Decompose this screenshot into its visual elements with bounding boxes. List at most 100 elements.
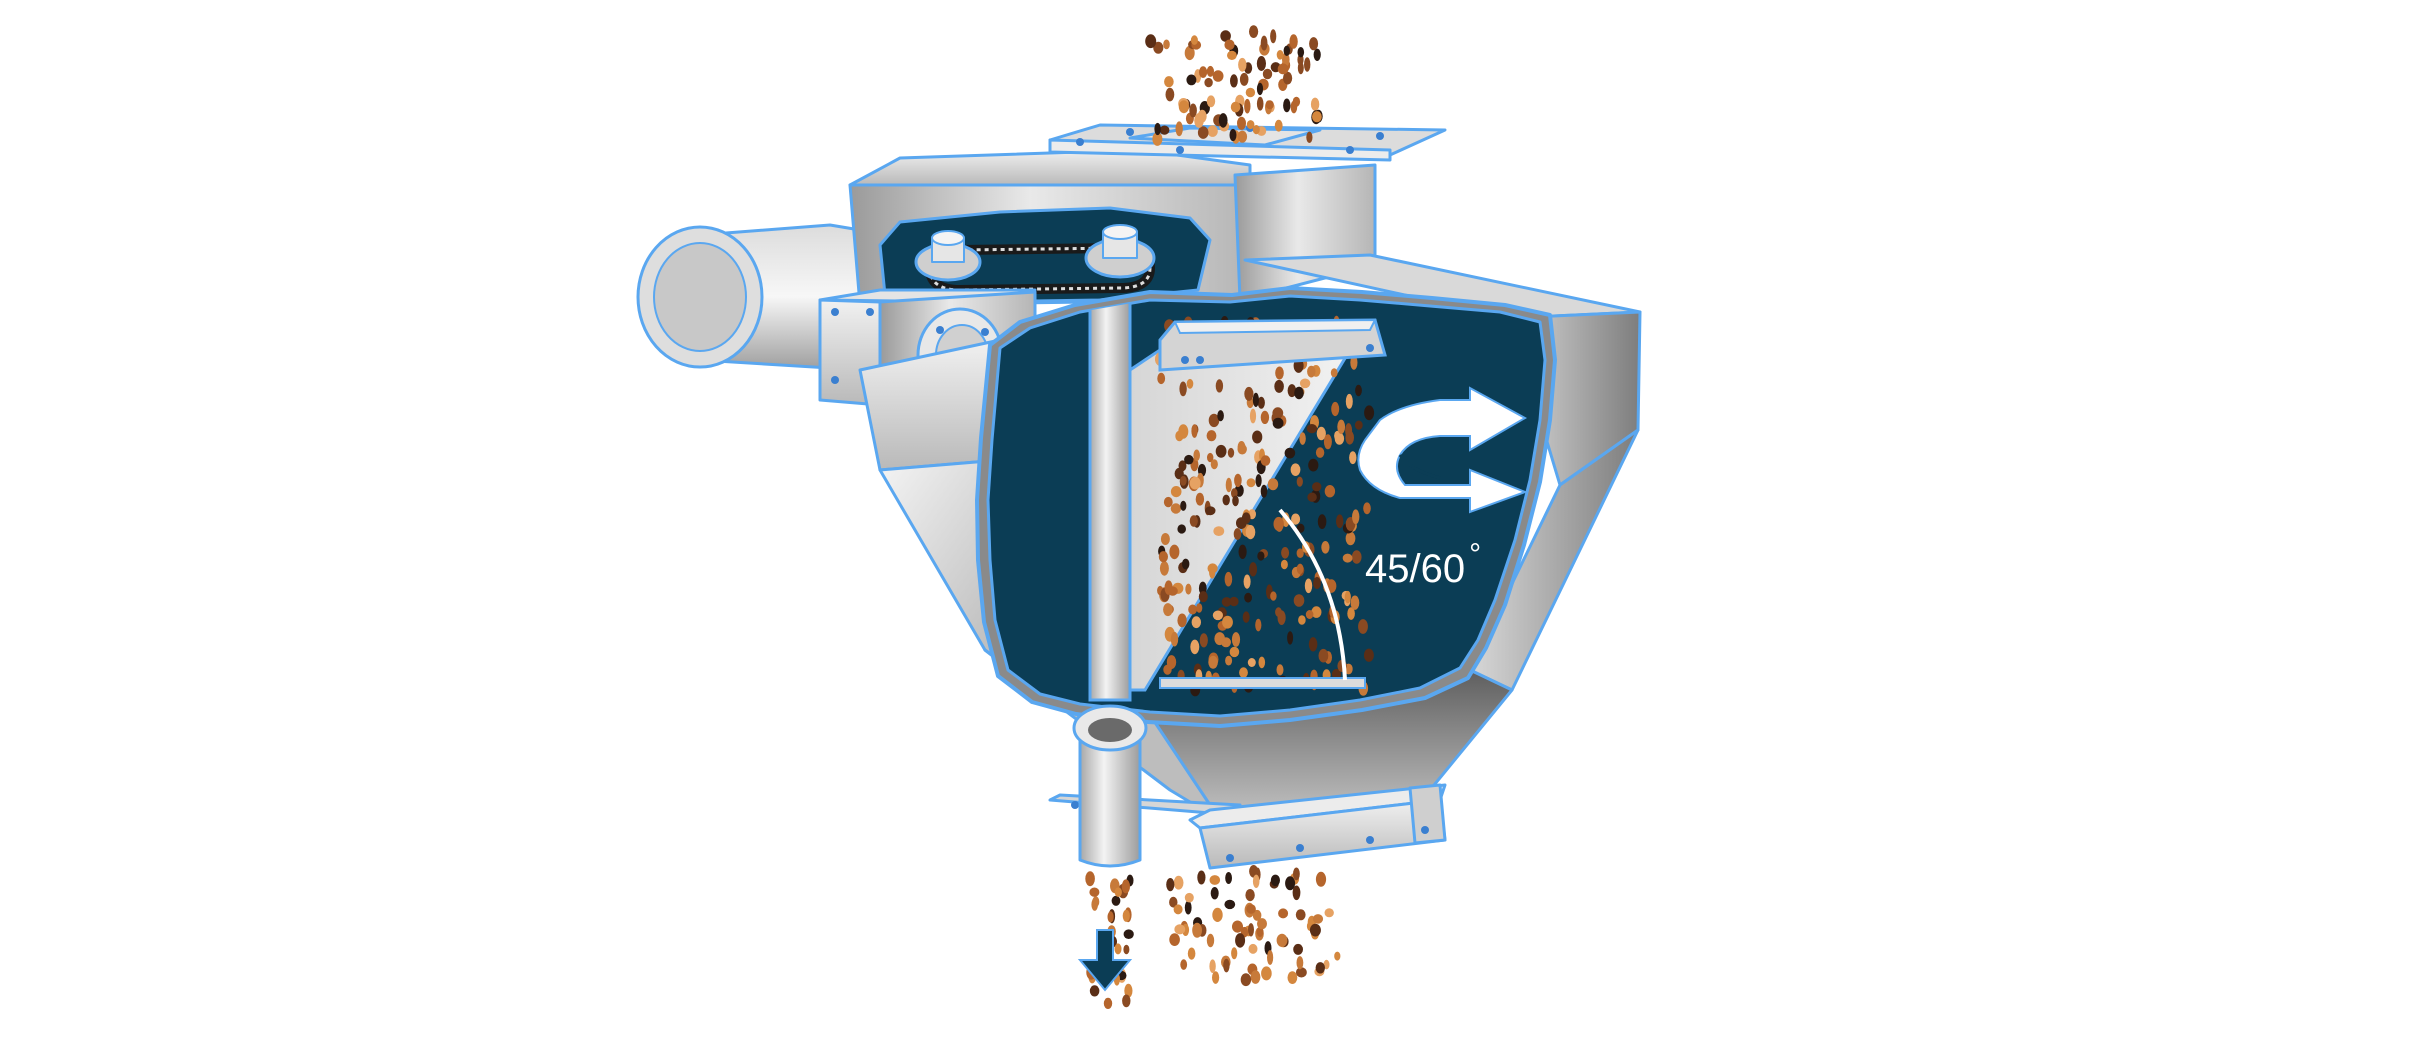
particle — [1290, 463, 1301, 477]
particle — [1163, 603, 1173, 617]
particle — [1334, 432, 1345, 445]
particle — [1363, 648, 1374, 662]
particle — [1189, 103, 1197, 118]
particle — [1199, 633, 1208, 648]
particle — [1207, 452, 1214, 463]
particle — [1179, 475, 1187, 486]
angle-label: 45/60° — [1365, 538, 1481, 591]
particle — [1278, 908, 1289, 919]
particle — [1252, 430, 1263, 444]
particle — [1293, 943, 1303, 955]
particle — [1312, 111, 1322, 123]
particle — [1352, 509, 1360, 525]
particle — [1225, 655, 1233, 666]
particle — [1122, 909, 1130, 922]
particle — [1299, 378, 1311, 389]
particle — [1225, 872, 1232, 884]
particle — [1249, 408, 1257, 424]
particle — [1170, 503, 1182, 514]
particle — [1280, 559, 1288, 570]
particle — [1274, 119, 1283, 132]
particle — [1221, 597, 1232, 607]
belt-drive-housing — [848, 148, 1252, 307]
particle — [1282, 52, 1290, 67]
particle — [1123, 944, 1130, 955]
particle — [1215, 379, 1224, 393]
particle — [1206, 95, 1216, 108]
particle — [1260, 410, 1270, 424]
particle — [1114, 943, 1122, 955]
particle — [1193, 449, 1200, 462]
particle — [1190, 35, 1198, 45]
particle — [1199, 66, 1208, 78]
particle — [1304, 578, 1313, 594]
particle — [1154, 122, 1161, 136]
bottom-plate — [1159, 677, 1366, 689]
particle — [1246, 478, 1256, 488]
particle — [1229, 596, 1239, 607]
particle — [1267, 478, 1279, 491]
particle — [1230, 74, 1238, 88]
particle — [1309, 923, 1321, 937]
particle — [1246, 904, 1256, 914]
particle — [1276, 50, 1284, 60]
particle — [1311, 606, 1322, 618]
particle — [1180, 500, 1187, 511]
particle — [1315, 447, 1325, 458]
particle — [1190, 639, 1200, 655]
particle — [1284, 447, 1296, 459]
particle — [1173, 904, 1183, 915]
particle — [1297, 47, 1305, 58]
particle — [1350, 355, 1358, 370]
particle — [1293, 594, 1305, 607]
particle — [1308, 458, 1319, 472]
particle — [1317, 514, 1327, 529]
particle — [1354, 420, 1363, 430]
particle — [1209, 959, 1216, 973]
particle — [1296, 476, 1303, 487]
particle — [1235, 933, 1246, 948]
particle — [1255, 618, 1262, 632]
particle — [1124, 983, 1133, 998]
particle — [1296, 967, 1307, 978]
particle — [1222, 615, 1233, 629]
particle — [1227, 50, 1237, 61]
particle — [1231, 947, 1238, 960]
particle — [1270, 29, 1277, 44]
particle — [1285, 876, 1296, 891]
particle — [1089, 985, 1100, 997]
particle — [1220, 30, 1231, 42]
particle — [1345, 430, 1354, 445]
particle — [1180, 959, 1188, 970]
particle — [1184, 900, 1192, 915]
motor-pulley — [914, 230, 982, 282]
particle — [1267, 950, 1274, 965]
particle — [1323, 434, 1332, 450]
particle — [1330, 368, 1338, 378]
particle — [1248, 923, 1254, 937]
particle — [1163, 39, 1170, 50]
particle — [1085, 871, 1095, 887]
particle — [1206, 65, 1214, 77]
particle — [1169, 933, 1180, 946]
particle — [1272, 417, 1284, 429]
particle — [1296, 548, 1304, 558]
rotor-shaft — [1088, 298, 1132, 702]
particle — [1182, 558, 1190, 570]
particle — [1313, 577, 1321, 589]
particle — [1245, 525, 1256, 540]
particle — [1227, 447, 1235, 458]
particle — [1212, 907, 1223, 923]
particle — [1212, 971, 1220, 984]
particle — [1307, 365, 1316, 378]
particle — [1233, 528, 1242, 540]
particle — [1204, 77, 1213, 88]
particle — [1237, 116, 1246, 130]
particle — [1315, 871, 1327, 887]
particle — [1163, 496, 1173, 508]
particle — [1260, 35, 1268, 51]
particle — [1309, 37, 1319, 51]
particle — [1166, 878, 1175, 892]
particle — [1215, 444, 1227, 458]
particle — [1196, 603, 1203, 613]
